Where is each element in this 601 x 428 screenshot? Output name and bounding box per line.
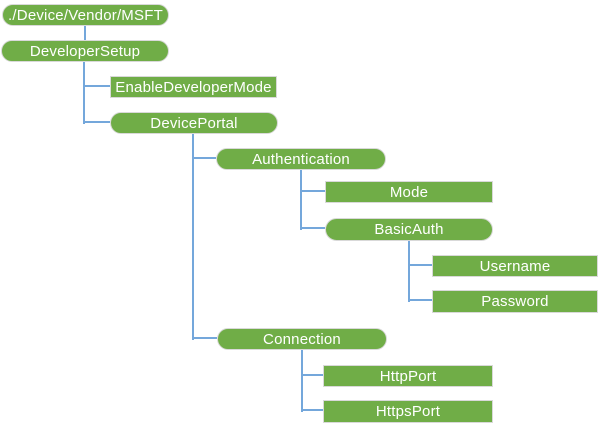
tree-node-connection: Connection (217, 328, 387, 350)
connector-horizontal-line (84, 121, 110, 123)
tree-node-enable-developer-mode: EnableDeveloperMode (110, 76, 277, 98)
connector-horizontal-line (84, 85, 110, 87)
connector-horizontal-line (302, 409, 323, 411)
connector-horizontal-line (301, 190, 325, 192)
tree-node-http-port: HttpPort (323, 365, 493, 387)
tree-node-authentication: Authentication (216, 148, 386, 170)
connector-horizontal-line (409, 264, 432, 266)
tree-node-https-port: HttpsPort (323, 400, 493, 423)
tree-node-device-vendor-msft: ./Device/Vendor/MSFT (2, 4, 169, 26)
connector-horizontal-line (193, 337, 217, 339)
connector-horizontal-line (301, 227, 325, 229)
connector-vertical-line (192, 134, 194, 340)
tree-node-password: Password (432, 290, 598, 313)
tree-node-mode: Mode (325, 181, 493, 203)
tree-node-basic-auth: BasicAuth (325, 218, 493, 241)
connector-vertical-line (300, 170, 302, 230)
connector-horizontal-line (302, 374, 323, 376)
connector-vertical-line (408, 241, 410, 302)
connector-horizontal-line (409, 299, 432, 301)
tree-node-developer-setup: DeveloperSetup (1, 40, 169, 62)
tree-node-device-portal: DevicePortal (110, 112, 278, 134)
connector-vertical-line (301, 350, 303, 412)
connector-horizontal-line (193, 157, 216, 159)
connector-vertical-line (83, 62, 85, 124)
tree-node-username: Username (432, 255, 598, 277)
connector-vertical-line (84, 26, 86, 40)
